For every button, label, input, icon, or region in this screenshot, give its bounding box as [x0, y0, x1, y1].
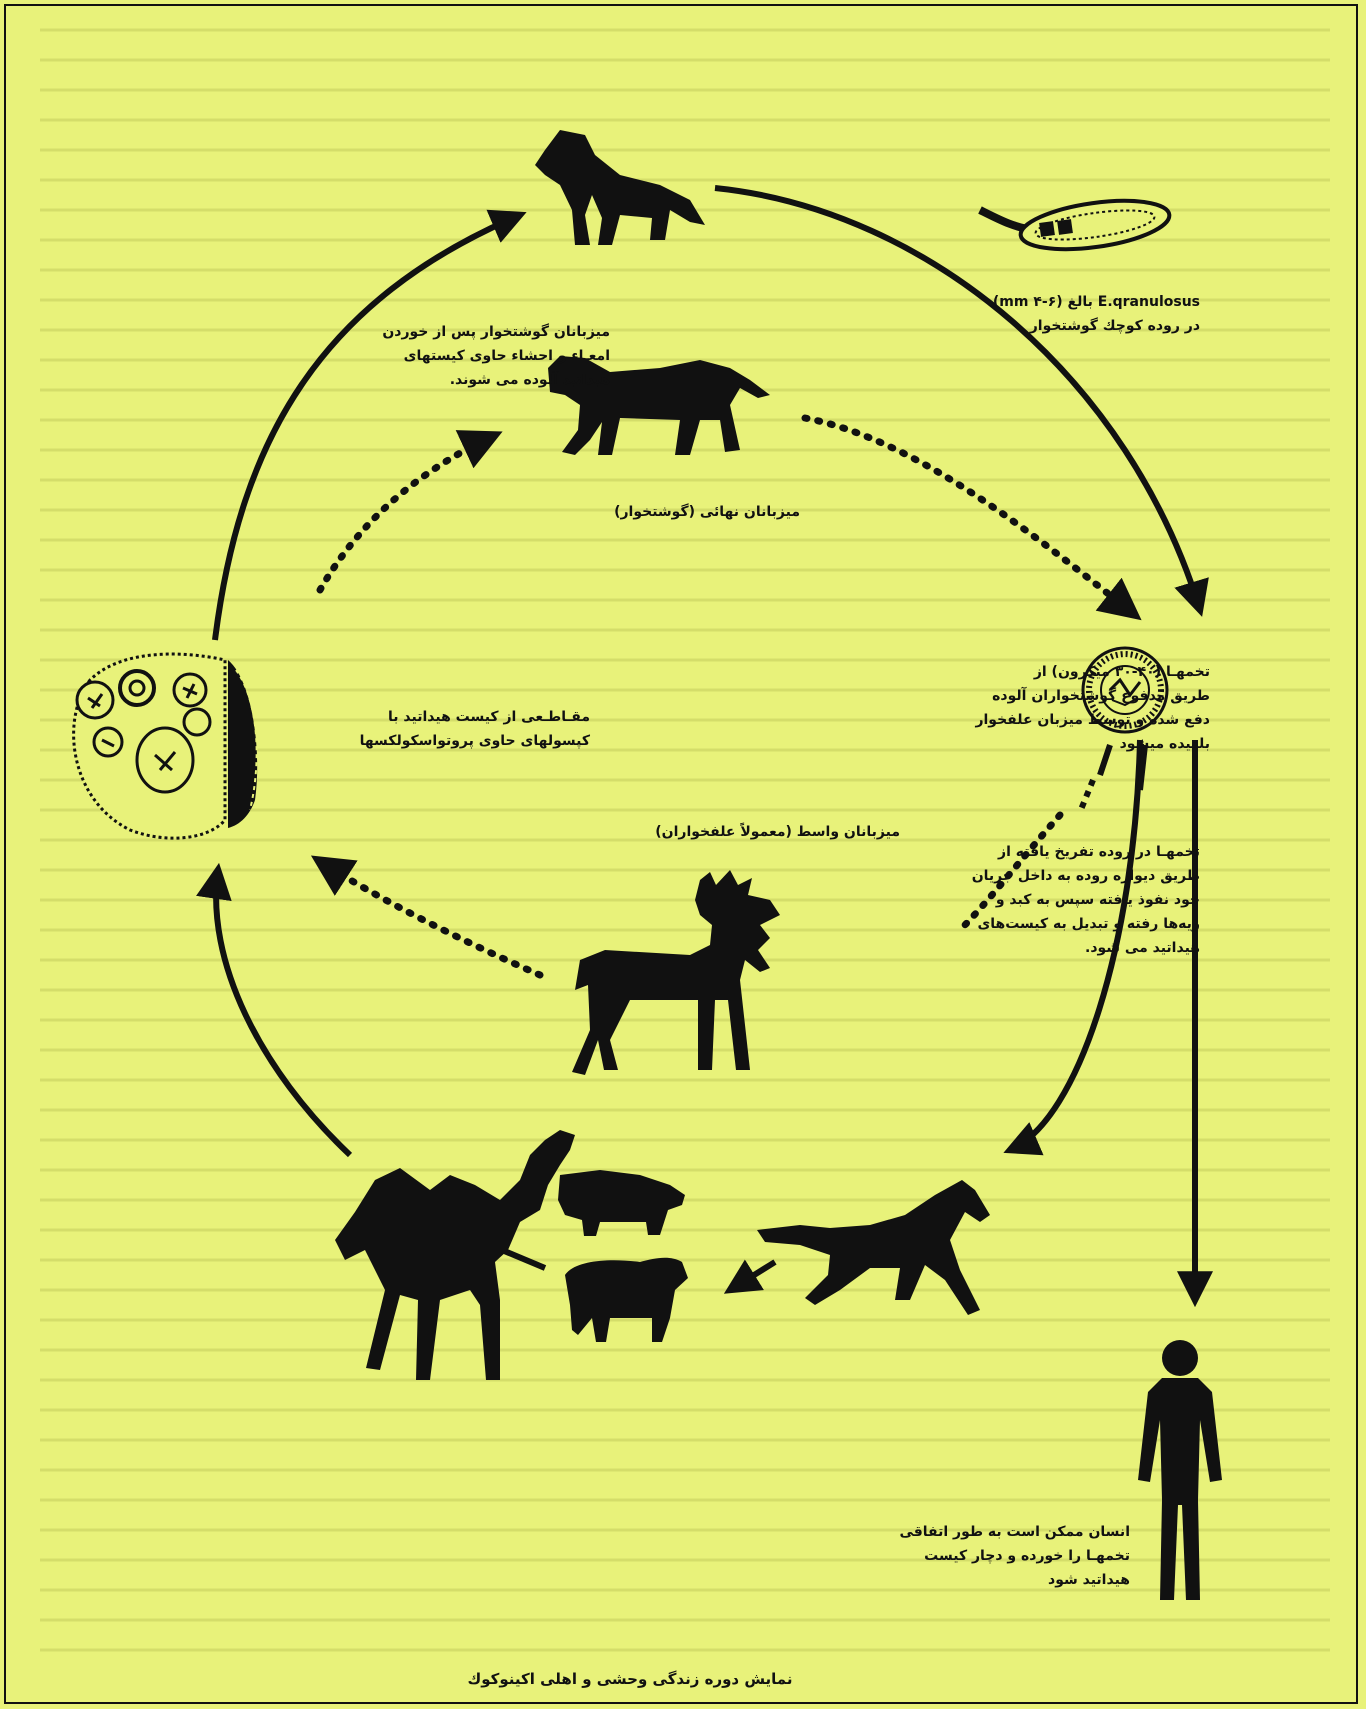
hatch-line4: ریه‌ها رفته و تبدیل به کیست‌های: [930, 912, 1200, 936]
human-label: انسان ممکن است به طور اتفاقی تخمهـا را خ…: [890, 1520, 1130, 1592]
eggs-line1: تخمهـا (۴۰-۳۰ میکرون) از: [930, 660, 1210, 684]
carnivore-infection-line1: میزبانان گوشتخوار پس از خوردن: [310, 320, 610, 344]
hatch-line1: تخمهـا در روده تفریخ یافته از: [930, 840, 1200, 864]
hatch-line5: هیداتید می شود.: [930, 936, 1200, 960]
cyst-section-line1: مقـاطـعی از کیست هیداتید با: [320, 705, 590, 729]
carnivore-infection-line2: امعـاء و احشاء حاوی کیستهای: [310, 344, 610, 368]
adult-worm-label: E.qranulosus بالغ (۶-۴ mm) در روده کوچك …: [960, 290, 1200, 338]
eggs-line4: بلعیده میشود: [930, 732, 1210, 756]
cyst-section-label: مقـاطـعی از کیست هیداتید با کپسولهای حاو…: [320, 705, 590, 753]
carnivore-infection-label: میزبانان گوشتخوار پس از خوردن امعـاء و ا…: [310, 320, 610, 392]
definitive-hosts-text: میزبانان نهائی (گوشتخوار): [560, 500, 800, 524]
eggs-label: تخمهـا (۴۰-۳۰ میکرون) از طریق مدفوع گوشت…: [930, 660, 1210, 756]
human-line3: هیداتید شود: [890, 1568, 1130, 1592]
hatch-label: تخمهـا در روده تفریخ یافته از طریق دیوار…: [930, 840, 1200, 960]
figure-caption: نمایش دوره زندگی وحشی و اهلی اکینوکوك: [420, 1670, 840, 1688]
hatch-line2: طریق دیواره روده به داخل جریان: [930, 864, 1200, 888]
human-line1: انسان ممکن است به طور اتفاقی: [890, 1520, 1130, 1544]
human-line2: تخمهـا را خورده و دچار کیست: [890, 1544, 1130, 1568]
intermediate-hosts-text: میزبانان واسط (معمولاً علفخواران): [600, 820, 900, 844]
cyst-section-line2: کپسولهای حاوی پروتواسکولکسها: [320, 729, 590, 753]
carnivore-infection-line3: هیداتید آلوده می شوند.: [310, 368, 610, 392]
eggs-line3: دفع شده و توسط میزبان علفخوار: [930, 708, 1210, 732]
definitive-hosts-label: میزبانان نهائی (گوشتخوار): [560, 500, 800, 524]
adult-worm-label-line1: E.qranulosus بالغ (۶-۴ mm): [960, 290, 1200, 314]
hatch-line3: خود نفوذ یافته سپس به کبد و: [930, 888, 1200, 912]
intermediate-hosts-label: میزبانان واسط (معمولاً علفخواران): [600, 820, 900, 844]
eggs-line2: طریق مدفوع گوشتخواران آلوده: [930, 684, 1210, 708]
adult-worm-label-line2: در روده کوچك گوشتخوار: [960, 314, 1200, 338]
